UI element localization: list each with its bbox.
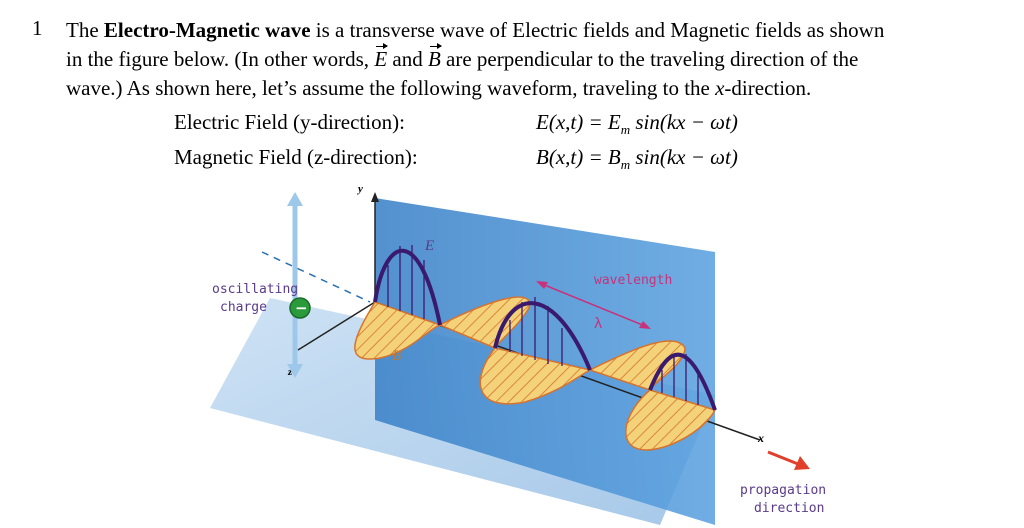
question-number: 1 bbox=[32, 16, 43, 40]
eq-rhs: sin(kx − ωt) bbox=[630, 145, 738, 169]
question-line-2: in the figure below. (In other words, E … bbox=[66, 43, 1011, 74]
charge-dashed-line bbox=[261, 251, 371, 303]
text-segment: in the figure below. (In other words, bbox=[66, 47, 375, 71]
oscillating-charge bbox=[289, 297, 311, 319]
em-wave-figure: y z x E B bbox=[210, 183, 826, 525]
charge-sign: − bbox=[295, 299, 308, 317]
wavelength-label: wavelength bbox=[594, 273, 672, 288]
lambda-label: λ bbox=[594, 316, 602, 332]
text-segment: -direction. bbox=[724, 76, 812, 100]
e-vectors bbox=[387, 245, 699, 405]
eq-subscript: m bbox=[620, 122, 631, 138]
bold-term: Electro-Magnetic wave bbox=[103, 18, 311, 42]
magnetic-field-equation: B(x,t) = Bm sin(kx − ωt) bbox=[536, 145, 738, 173]
text-segment: are perpendicular to the traveling direc… bbox=[440, 47, 859, 71]
oscillating-label: oscillating bbox=[212, 282, 298, 297]
electric-field-label: Electric Field (y-direction): bbox=[174, 110, 405, 134]
question-line-1: The Electro-Magnetic wave is a transvers… bbox=[66, 16, 1011, 45]
eq-lhs: B(x,t) = B bbox=[536, 145, 621, 169]
e-wave-label: E bbox=[424, 238, 434, 254]
text-segment: The bbox=[66, 18, 104, 42]
magnetic-field-label: Magnetic Field (z-direction): bbox=[174, 145, 418, 169]
y-axis-arrow bbox=[371, 192, 379, 202]
electric-field-equation: E(x,t) = Em sin(kx − ωt) bbox=[536, 110, 738, 138]
charge-label: charge bbox=[220, 300, 267, 315]
eq-rhs: sin(kx − ωt) bbox=[630, 110, 738, 134]
question-line-3: wave.) As shown here, let’s assume the f… bbox=[66, 74, 1011, 103]
b-wave-label: B bbox=[392, 348, 401, 364]
z-axis-line bbox=[297, 301, 376, 351]
direction-label: direction bbox=[754, 501, 824, 516]
eq-lhs: E(x,t) = E bbox=[536, 110, 621, 134]
text-segment: wave.) As shown here, let’s assume the f… bbox=[66, 76, 716, 100]
oscillation-arrow bbox=[287, 192, 303, 378]
vector-b-symbol: B bbox=[428, 43, 442, 74]
propagation-label: propagation bbox=[740, 483, 826, 498]
z-axis-label: z bbox=[287, 366, 293, 378]
y-axis-label: y bbox=[356, 183, 363, 195]
vector-e-symbol: E bbox=[374, 43, 388, 74]
text-segment: and bbox=[387, 47, 428, 71]
wavelength-arrow bbox=[536, 281, 651, 329]
text-segment: is a transverse wave of Electric fields … bbox=[310, 18, 885, 42]
x-variable: x bbox=[715, 76, 725, 100]
eq-subscript: m bbox=[620, 157, 631, 173]
question-text: The Electro-Magnetic wave is a transvers… bbox=[66, 16, 1011, 103]
propagation-arrow bbox=[767, 450, 810, 470]
b-wave bbox=[354, 296, 717, 451]
x-axis-label: x bbox=[757, 431, 764, 445]
